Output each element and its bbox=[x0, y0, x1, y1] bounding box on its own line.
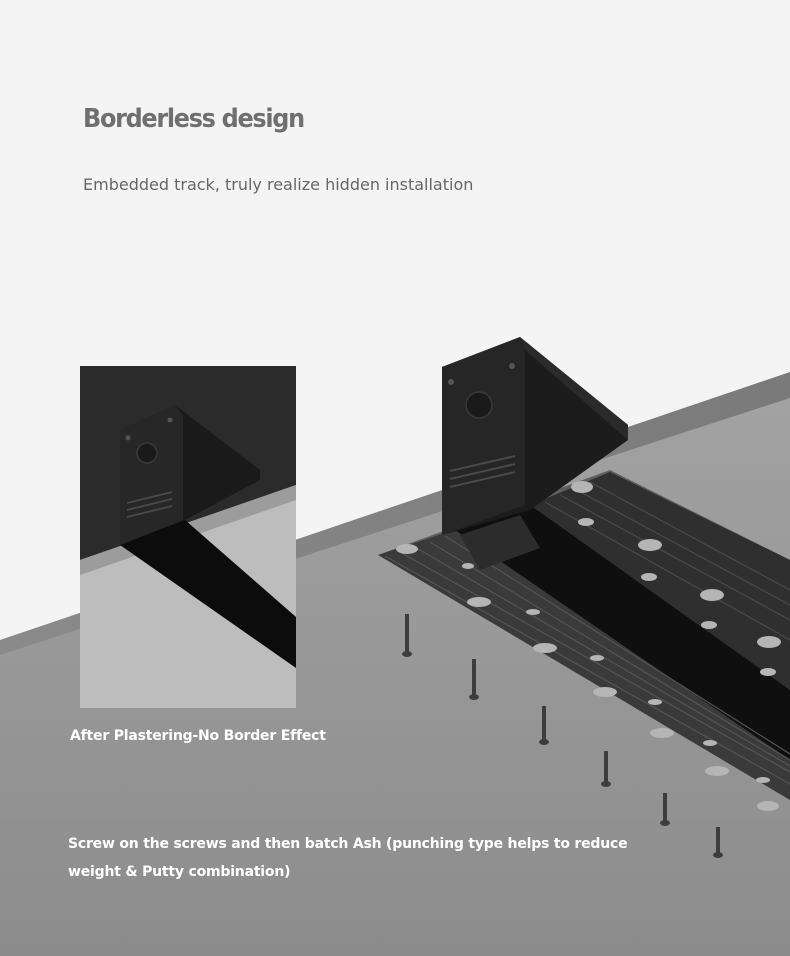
screw bbox=[402, 614, 412, 657]
screw bbox=[713, 827, 723, 858]
track-punch-holes-left bbox=[396, 544, 779, 811]
screw bbox=[660, 793, 670, 826]
track-left-flange bbox=[378, 528, 790, 800]
screw-set bbox=[402, 614, 723, 858]
screw bbox=[601, 751, 611, 787]
page-subtitle: Embedded track, truly realize hidden ins… bbox=[83, 175, 474, 194]
screw bbox=[469, 659, 479, 700]
installation-caption-line-2: weight & Putty combination) bbox=[68, 864, 291, 880]
track-right-flange bbox=[530, 472, 790, 690]
track-center-channel bbox=[455, 505, 790, 760]
track-punch-holes-right bbox=[571, 481, 781, 676]
inset-after-plastering bbox=[80, 366, 296, 708]
installation-caption-line-1: Screw on the screws and then batch Ash (… bbox=[68, 836, 628, 852]
inset-caption: After Plastering-No Border Effect bbox=[70, 728, 326, 744]
end-cap-block-main bbox=[442, 337, 628, 570]
installation-caption: Screw on the screws and then batch Ash (… bbox=[68, 830, 628, 886]
page-title: Borderless design bbox=[83, 104, 305, 134]
screw bbox=[539, 706, 549, 745]
